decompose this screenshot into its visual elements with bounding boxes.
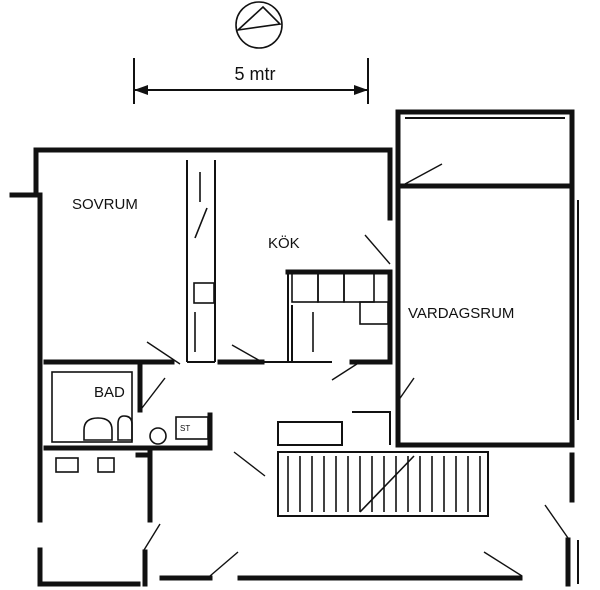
wardrobe [193,172,215,352]
room-label-bedroom: SOVRUM [72,196,138,213]
staircase [287,455,481,513]
compass-icon [235,1,283,49]
room-label-bathroom: BAD [94,384,125,401]
kitchen-fixtures [291,271,389,352]
scale-label: 5 mtr [234,64,275,84]
bathroom-fixtures: ST [51,371,209,473]
stair-direction-line [359,455,415,513]
room-label-kitchen: KÖK [268,234,300,252]
walls [9,109,579,587]
doors [141,163,569,577]
scale-bar: 5 mtr [133,58,369,104]
room-label-living-room: VARDAGSRUM [408,305,514,322]
storage-label: ST [180,424,190,433]
